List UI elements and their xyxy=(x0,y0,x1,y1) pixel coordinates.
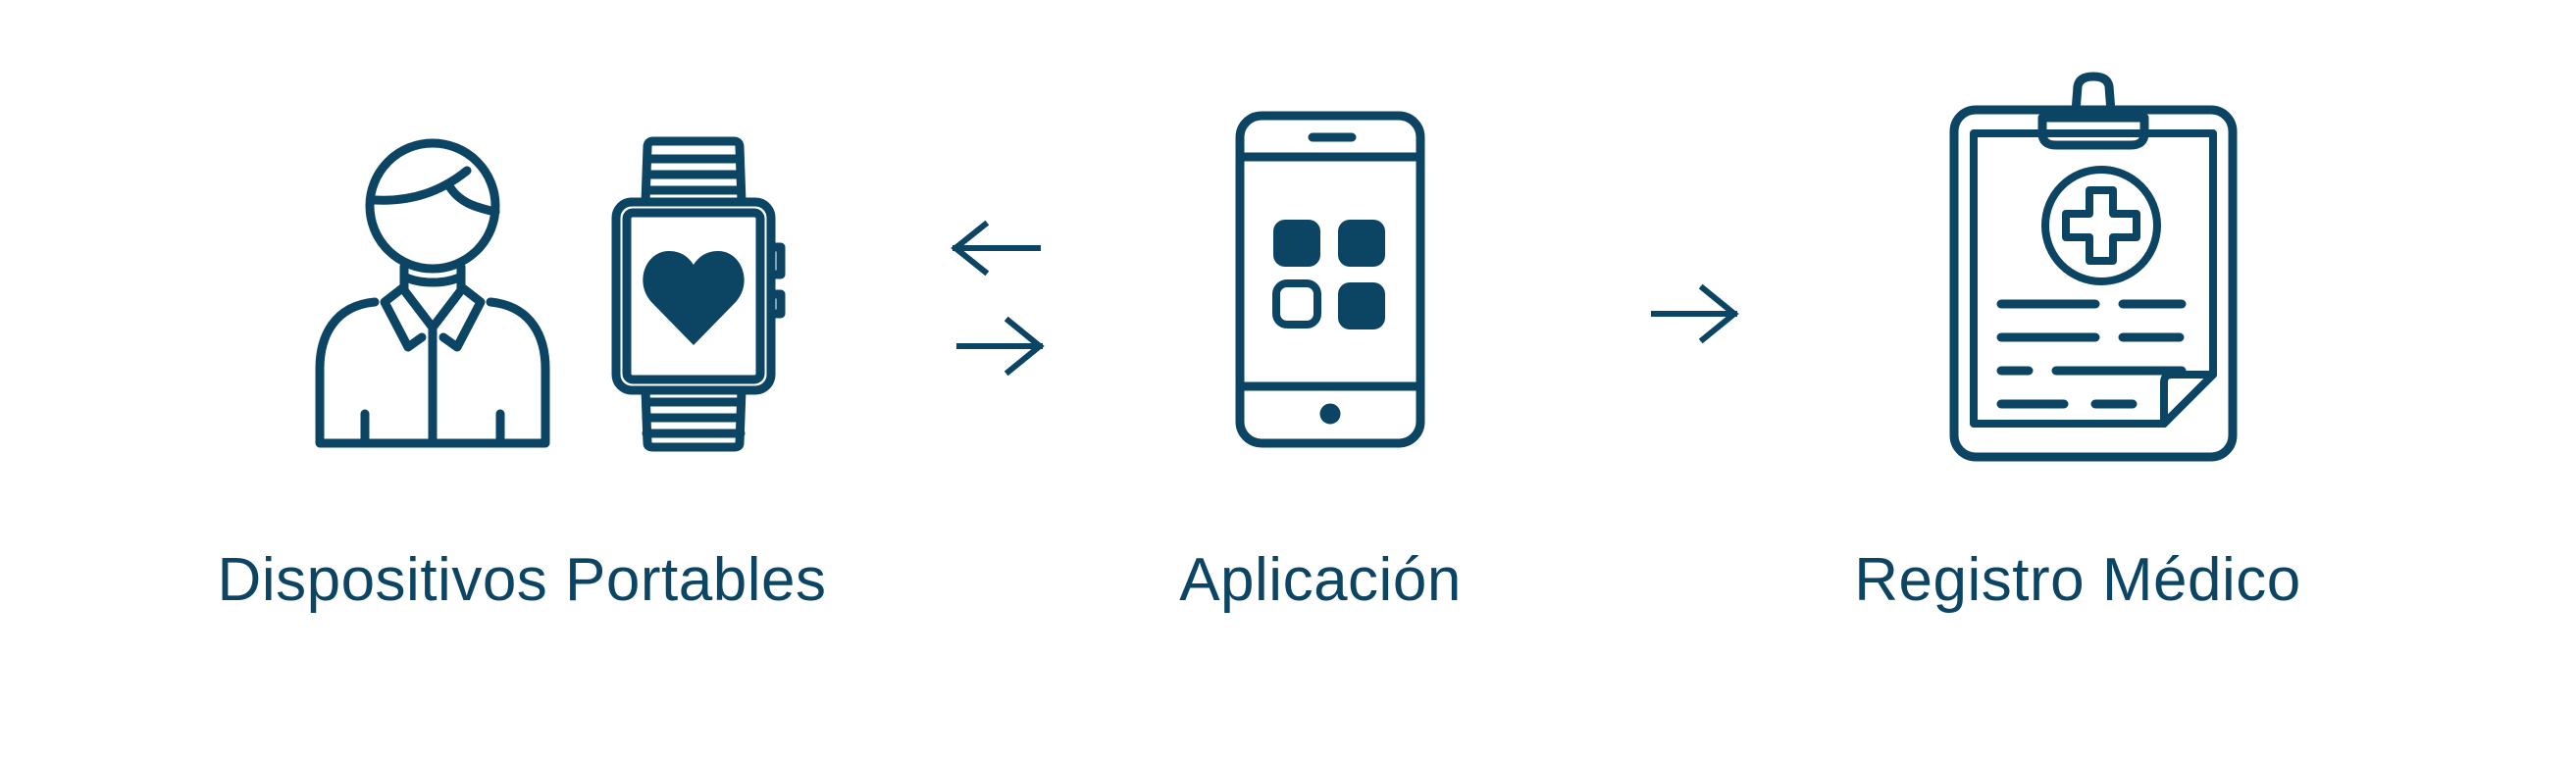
medical-cross-icon xyxy=(2040,165,2162,286)
step-label-medical-record: Registro Médico xyxy=(1854,546,2301,614)
step-label-application: Aplicación xyxy=(1179,546,1462,614)
bidirectional-arrows-icon xyxy=(950,220,1048,378)
step-label-wearables: Dispositivos Portables xyxy=(217,546,827,614)
heart-icon xyxy=(640,247,747,349)
right-arrow-icon xyxy=(1648,283,1746,344)
smartphone-icon xyxy=(1232,108,1428,451)
medical-clipboard-icon xyxy=(1946,71,2241,463)
smartwatch-icon xyxy=(606,136,793,452)
app-grid-icon xyxy=(1271,218,1389,335)
person-icon xyxy=(304,137,559,451)
